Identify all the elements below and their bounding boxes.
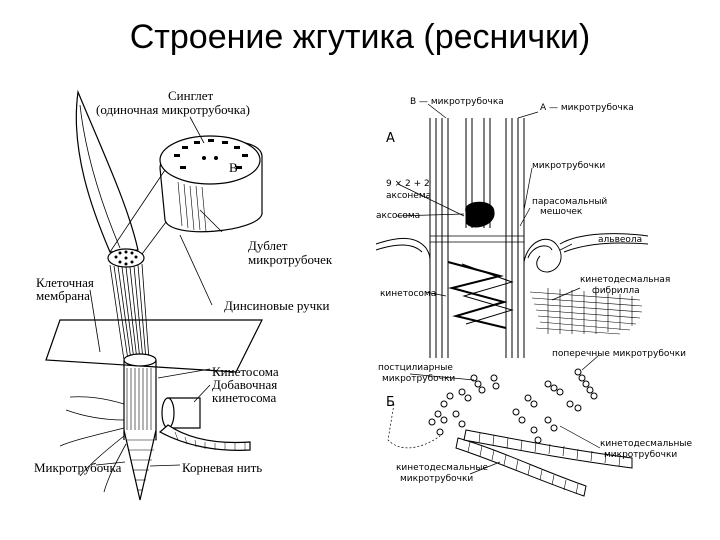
label-parasomal-sub: мешочек bbox=[540, 207, 583, 217]
root-fiber-cone bbox=[123, 429, 157, 501]
label-kinetodesmal-microtubules: кинетодесмальные bbox=[600, 439, 693, 449]
kinetodesmal-fibril bbox=[529, 288, 643, 335]
kinetosome-stripes bbox=[126, 368, 152, 440]
label-cell-membrane-sub: мембрана bbox=[36, 288, 90, 303]
slide-title: Строение жгутика (реснички) bbox=[129, 18, 591, 56]
cross-section-doublets bbox=[174, 139, 248, 169]
cross-section-stripes bbox=[177, 181, 207, 232]
kinetodesmal-band-1-stripes bbox=[467, 441, 579, 495]
label-parasomal: парасомальный bbox=[532, 197, 607, 207]
label-microtubule: Микротрубочка bbox=[34, 460, 122, 475]
label-microtubules: микротрубочки bbox=[532, 161, 605, 171]
cell-surface-left bbox=[375, 238, 431, 263]
label-axoneme: аксонема bbox=[386, 191, 431, 201]
flagellum-shaft bbox=[75, 89, 139, 253]
label-singlet: Синглет bbox=[168, 88, 214, 103]
panel-a-leaders bbox=[395, 103, 581, 301]
kinetosome-zigzag-2 bbox=[461, 263, 514, 325]
label-doublet-sub: микротрубочек bbox=[248, 252, 333, 267]
label-panel-b: Б bbox=[386, 395, 395, 410]
extra-root-fiber bbox=[158, 424, 251, 451]
label-kinetosome-r: кинетосома bbox=[380, 289, 436, 299]
label-axosome: аксосома bbox=[376, 211, 420, 221]
root-fiber-stripes bbox=[127, 439, 157, 491]
label-extra-kinetosome: Добавочная bbox=[212, 377, 277, 392]
cross-section-face bbox=[159, 135, 261, 185]
left-leader-lines bbox=[89, 116, 223, 467]
label-kinetodesmal-microtubules-sub: микротрубочки bbox=[604, 450, 677, 460]
label-cross-section-letter: B bbox=[229, 160, 238, 175]
label-axoneme-formula: 9 × 2 + 2 bbox=[386, 179, 430, 189]
postciliary-microtubules bbox=[428, 374, 500, 436]
label-doublet: Дублет bbox=[248, 238, 288, 253]
kinetosome-cylinder bbox=[123, 360, 157, 440]
label-panel-a: А bbox=[386, 131, 395, 146]
transverse-microtubules bbox=[512, 368, 598, 444]
kinetosome-zigzag bbox=[447, 261, 508, 329]
label-kinetodesmal-microtubules-2: кинетодесмальные bbox=[396, 463, 489, 473]
flagellum-shaft-inner-line bbox=[79, 104, 121, 249]
kinetosome-top bbox=[123, 353, 157, 367]
label-kinetodesmal-fibril: кинетодесмальная bbox=[580, 275, 670, 285]
panel-b-leaders bbox=[387, 355, 601, 475]
cell-membrane-plane bbox=[45, 319, 263, 373]
cross-section-connector bbox=[109, 169, 167, 255]
label-b-microtubule: В — микротрубочка bbox=[410, 97, 504, 107]
transition-zone-dots bbox=[114, 250, 138, 266]
label-extra-kinetosome-sub: кинетосома bbox=[212, 390, 276, 405]
label-transverse-microtubules: поперечные микротрубочки bbox=[552, 349, 686, 359]
axosome bbox=[465, 201, 495, 228]
left-flagellum-diagram bbox=[45, 89, 263, 501]
label-dynein-arms: Динсиновые ручки bbox=[224, 298, 330, 313]
label-singlet-sub: (одиночная микротрубочка) bbox=[96, 102, 250, 117]
kinetodesmal-band-2 bbox=[463, 429, 633, 469]
label-postciliary: постцилиарные bbox=[378, 363, 453, 373]
label-kinetodesmal-fibril-sub: фибрилла bbox=[592, 286, 640, 296]
basal-plate bbox=[430, 235, 524, 243]
kinetodesmal-band-2-stripes bbox=[478, 432, 621, 467]
label-a-microtubule: А — микротрубочка bbox=[540, 103, 634, 113]
extra-kinetosome-end bbox=[161, 397, 175, 429]
label-postciliary-sub: микротрубочки bbox=[382, 374, 455, 384]
right-panel-b bbox=[387, 355, 633, 497]
label-root-fiber: Корневая нить bbox=[182, 460, 262, 475]
cell-surface-right bbox=[523, 239, 562, 273]
label-cell-membrane: Клеточная bbox=[36, 275, 94, 290]
axoneme-bundle bbox=[109, 263, 150, 361]
right-panel-a bbox=[375, 103, 649, 358]
label-kinetosome: Кинетосома bbox=[212, 364, 279, 379]
label-alveola: альвеола bbox=[598, 235, 642, 245]
alveola bbox=[559, 233, 649, 253]
kinetodesmal-band-1 bbox=[455, 437, 587, 497]
label-kinetodesmal-microtubules-2-sub: микротрубочки bbox=[400, 474, 473, 484]
radiating-fibers bbox=[59, 396, 127, 493]
